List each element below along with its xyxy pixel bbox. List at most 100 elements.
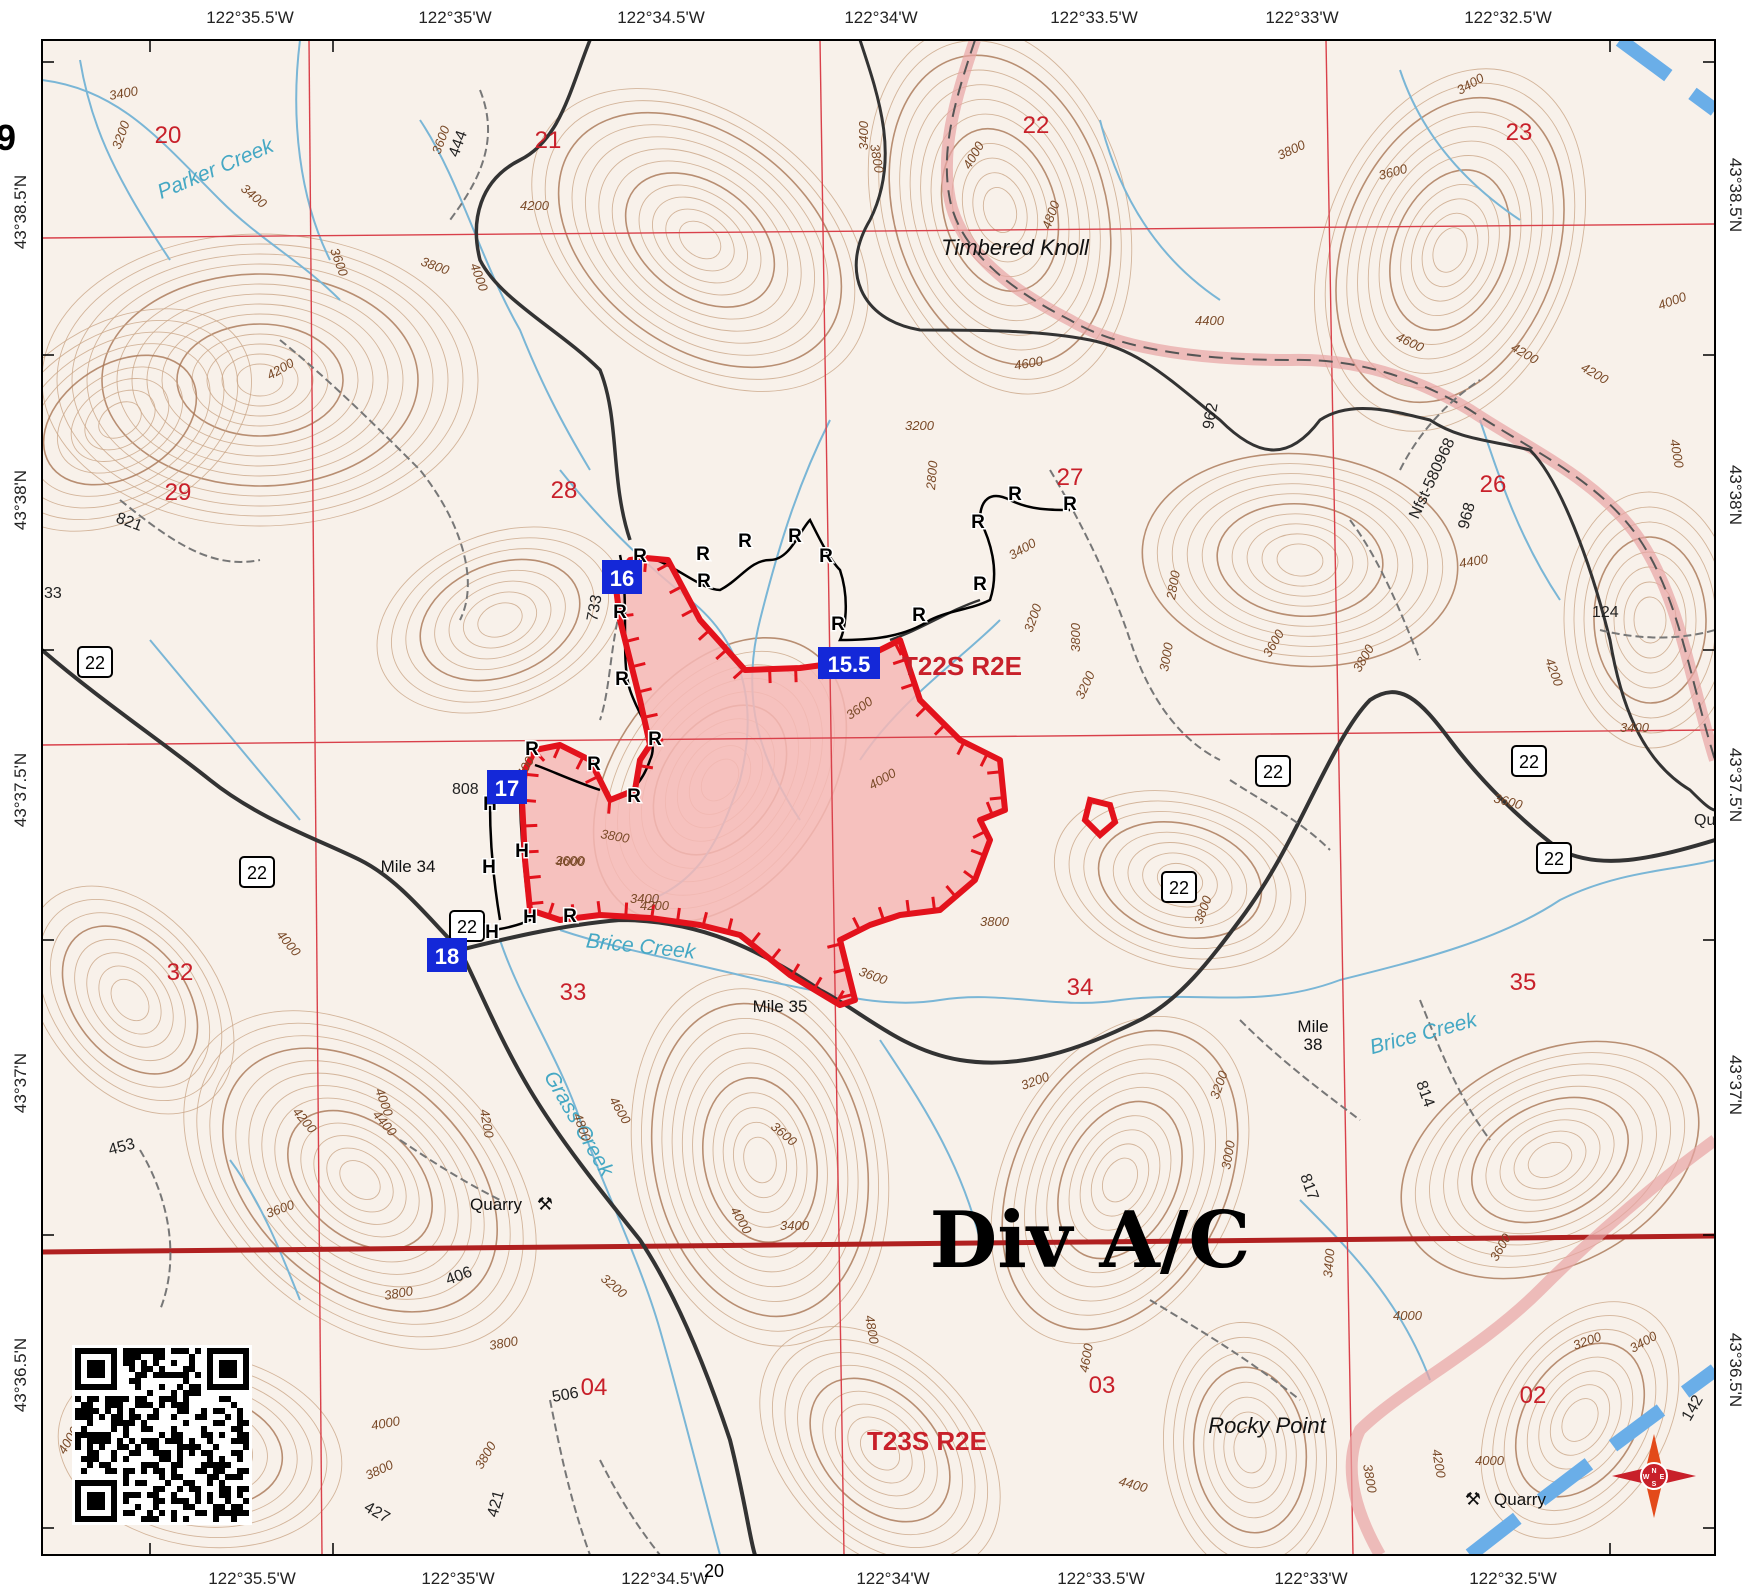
contour-label: 3400 (856, 120, 871, 150)
perimeter-tick (972, 829, 987, 839)
contour-line (651, 196, 749, 284)
qr-module (105, 1408, 111, 1414)
fire-area-fill (522, 558, 1005, 1005)
drop-point-17[interactable]: 17 (487, 770, 527, 804)
qr-module (117, 1408, 123, 1414)
contour-line (1563, 491, 1715, 749)
contour-line (61, 925, 199, 1075)
svg-text:W: W (1643, 1474, 1650, 1481)
qr-finder (219, 1360, 237, 1378)
qr-module (177, 1348, 183, 1354)
section-grid (42, 40, 1715, 1555)
qr-module (201, 1450, 207, 1456)
qr-module (183, 1378, 189, 1384)
perimeter-tick (768, 669, 772, 684)
lat-label-right: 43°36.5'N (1726, 1333, 1745, 1407)
qr-module (183, 1504, 189, 1510)
qr-module (75, 1438, 81, 1444)
contour-label: 3800 (980, 914, 1010, 929)
qr-module (87, 1462, 93, 1468)
qr-module (153, 1504, 159, 1510)
perimeter-tick (812, 976, 823, 991)
quarry-icon: ⚒ (537, 1194, 553, 1214)
qr-module (219, 1420, 225, 1426)
svg-text:22: 22 (85, 653, 105, 673)
contour-line (867, 40, 1133, 395)
qr-module (153, 1450, 159, 1456)
qr-module (177, 1498, 183, 1504)
contour-line (531, 88, 869, 392)
qr-module (111, 1450, 117, 1456)
qr-module (135, 1348, 141, 1354)
spot-fire (1081, 796, 1119, 840)
perimeter-tick (681, 608, 696, 618)
qr-module (75, 1432, 81, 1438)
qr-module (189, 1384, 195, 1390)
qr-module (231, 1402, 237, 1408)
section-number: 27 (1057, 464, 1084, 491)
qr-module (87, 1456, 93, 1462)
qr-module (141, 1468, 147, 1474)
lon-label-bottom: 122°34'W (856, 1569, 929, 1588)
contour-line (1012, 1044, 1228, 1316)
qr-module (81, 1408, 87, 1414)
contour-line (638, 184, 762, 296)
qr-module (111, 1402, 117, 1408)
streams (42, 40, 1715, 1555)
qr-module (153, 1354, 159, 1360)
section-number: 32 (167, 959, 194, 986)
contour-line (681, 1047, 839, 1273)
qr-module (141, 1402, 147, 1408)
svg-text:22: 22 (1263, 762, 1283, 782)
drop-point-18[interactable]: 18 (427, 938, 467, 972)
qr-module (117, 1414, 123, 1420)
contour-line (1400, 183, 1500, 317)
contour-line (405, 548, 595, 692)
qr-module (141, 1438, 147, 1444)
qr-module (219, 1396, 225, 1402)
qr-module (123, 1456, 129, 1462)
lon-label-top: 122°35.5'W (206, 8, 294, 27)
qr-module (153, 1408, 159, 1414)
dozer-line-marker: R (912, 605, 926, 626)
perimeter-tick (529, 900, 544, 906)
mile-marker: Mile 35 (753, 997, 808, 1016)
qr-module (123, 1426, 129, 1432)
qr-module (195, 1510, 201, 1516)
qr-module (147, 1426, 153, 1432)
qr-module (243, 1510, 249, 1516)
qr-module (171, 1516, 177, 1522)
qr-module (75, 1414, 81, 1420)
perimeter-tick (697, 629, 711, 641)
qr-module (183, 1390, 189, 1396)
drop-point-15-5[interactable]: 15.5 (818, 647, 880, 679)
contour-label: 4400 (1117, 1473, 1150, 1495)
perimeter-tick (585, 775, 599, 785)
contour-line (1090, 1143, 1150, 1217)
dozer-line-marker: R (788, 526, 802, 547)
qr-module (171, 1492, 177, 1498)
qr-module (171, 1438, 177, 1444)
perimeter-tick (523, 823, 538, 828)
qr-module (243, 1420, 249, 1426)
qr-code[interactable] (72, 1345, 252, 1525)
qr-module (183, 1480, 189, 1486)
section-number: 23 (1506, 119, 1533, 146)
qr-module (189, 1366, 195, 1372)
qr-module (213, 1444, 219, 1450)
drop-point-16[interactable]: 16 (602, 560, 642, 594)
perimeter-tick (624, 902, 629, 917)
lat-label-right: 43°38'N (1726, 465, 1745, 525)
qr-module (81, 1426, 87, 1432)
section-numbers: 20 21 22 23 29 28 27 26 32 33 34 35 04 0… (155, 112, 1547, 1409)
qr-module (147, 1510, 153, 1516)
svg-text:22: 22 (247, 863, 267, 883)
contour-label: 3400 (1320, 1247, 1338, 1278)
contour-label: 4800 (862, 1314, 882, 1346)
qr-module (123, 1348, 129, 1354)
qr-module (183, 1420, 189, 1426)
qr-module (225, 1474, 231, 1480)
road-number: 124 (1592, 604, 1619, 621)
qr-module (87, 1396, 93, 1402)
contour-label: 3800 (1068, 622, 1083, 652)
